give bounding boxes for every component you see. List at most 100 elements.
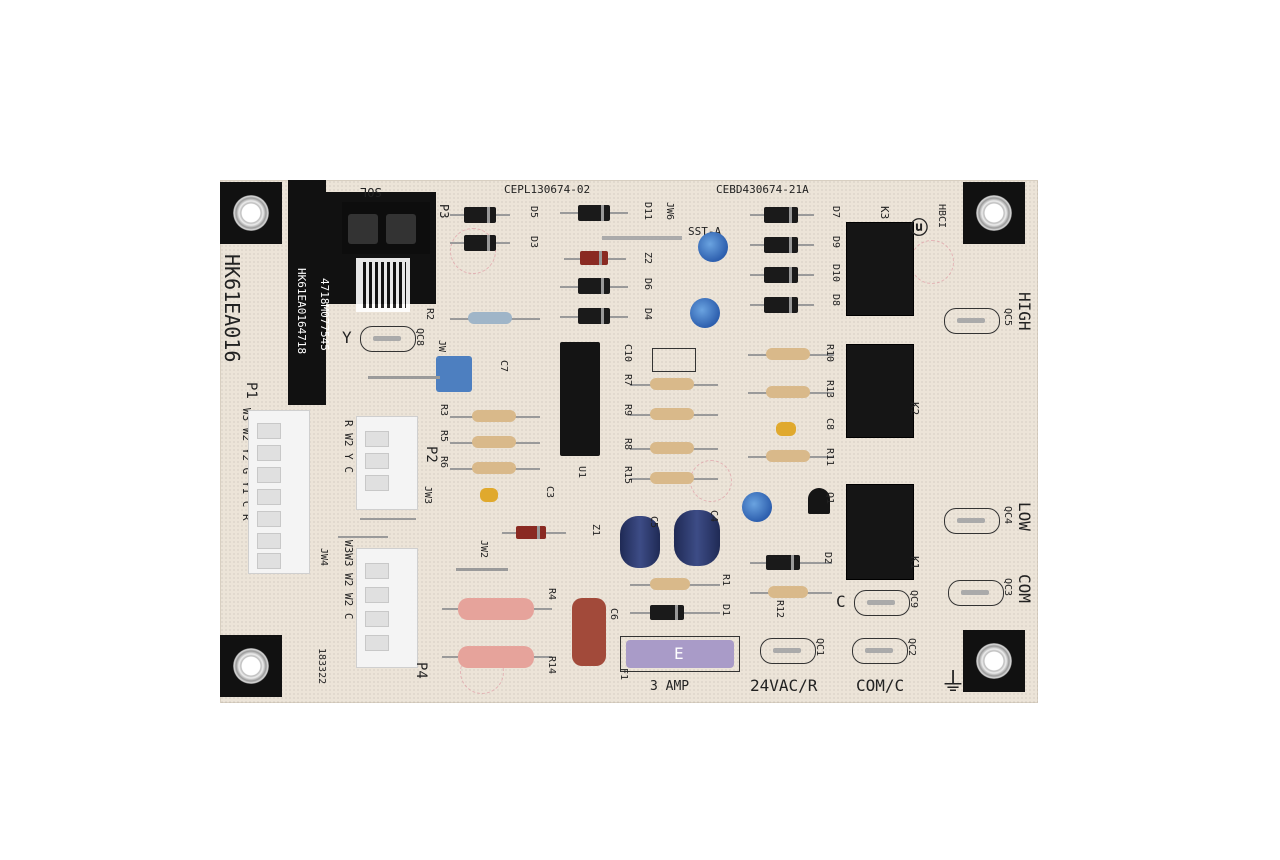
resistor-r4 xyxy=(458,598,534,620)
c8-label: C8 xyxy=(824,418,835,431)
z2-label: Z2 xyxy=(642,252,653,265)
diode-d11 xyxy=(578,205,610,221)
k2-label: K2 xyxy=(908,402,921,416)
d2-label: D2 xyxy=(822,552,833,565)
qc5-terminal[interactable] xyxy=(944,308,1000,334)
label-serial-text: HK61EA0164718 xyxy=(295,268,308,355)
capacitor-c4 xyxy=(674,510,720,566)
fuse-rating: 3 AMP xyxy=(650,679,690,694)
qc3-terminal[interactable] xyxy=(948,580,1004,606)
resistor-r2 xyxy=(468,312,512,324)
resistor-r3 xyxy=(472,410,516,422)
comc-label: COM/C xyxy=(856,676,905,695)
qc4-label: QC4 xyxy=(1002,506,1013,525)
mounting-hole-bottom-left xyxy=(220,635,282,697)
d1-label: D1 xyxy=(720,604,731,617)
p4-connector[interactable] xyxy=(356,548,418,668)
p2-label: P2 xyxy=(423,446,439,463)
jumper-wire xyxy=(456,568,508,571)
k1-label: K1 xyxy=(908,556,921,570)
fuse-outline xyxy=(620,636,740,672)
capacitor-c5 xyxy=(620,516,660,568)
qc5-label: QC5 xyxy=(1002,308,1013,327)
d7-label: D7 xyxy=(830,206,841,219)
low-label: LOW xyxy=(1015,502,1034,531)
connector-socket xyxy=(386,214,416,244)
d8-label: D8 xyxy=(830,294,841,307)
resistor-r9 xyxy=(650,408,694,420)
qc9-terminal[interactable] xyxy=(854,590,910,616)
zener-z2 xyxy=(580,251,608,265)
qc8-terminal[interactable] xyxy=(360,326,416,352)
ul-logo-icon: ⓤ xyxy=(910,218,928,239)
resistor-r1 xyxy=(650,578,690,590)
q1-label: Q1 xyxy=(824,492,835,505)
capacitor-blue xyxy=(698,232,728,262)
r1-label: R1 xyxy=(720,574,731,587)
capacitor-blue xyxy=(690,298,720,328)
k3-label: K3 xyxy=(878,206,891,220)
diode-d8 xyxy=(764,297,798,313)
resistor-r12 xyxy=(768,586,808,598)
qc2-label: QC2 xyxy=(906,638,917,657)
diode-d2 xyxy=(766,555,800,570)
marker-circle xyxy=(690,460,732,502)
relay-k3 xyxy=(846,222,914,316)
c-terminal-label: C xyxy=(836,592,846,611)
d10-label: D10 xyxy=(830,264,841,283)
p1-connector[interactable] xyxy=(248,410,310,574)
d3-label: D3 xyxy=(528,236,539,249)
sst-label: SST-A xyxy=(688,225,722,238)
u1-label: U1 xyxy=(576,466,587,479)
capacitor-c6 xyxy=(572,598,606,666)
connector-socket xyxy=(348,214,378,244)
diode-d7 xyxy=(764,207,798,223)
date-code: 183322 xyxy=(316,648,327,685)
r14-label: R14 xyxy=(546,656,557,675)
r6-label: R6 xyxy=(438,456,449,469)
d6-label: D6 xyxy=(642,278,653,291)
r5-label: R5 xyxy=(438,430,449,443)
marker-circle xyxy=(910,240,954,284)
qr-code-icon xyxy=(356,258,410,312)
relay-k1 xyxy=(846,484,914,580)
c6-label: C6 xyxy=(608,608,619,621)
d4-label: D4 xyxy=(642,308,653,321)
com-label: COM xyxy=(1015,574,1034,603)
p2-pin-labels: R W2 Y C xyxy=(342,420,355,473)
r9-label: R9 xyxy=(622,404,633,417)
qc1-terminal[interactable] xyxy=(760,638,816,664)
serial-label-strip xyxy=(288,180,326,405)
vac-label: 24VAC/R xyxy=(750,676,818,695)
qc2-terminal[interactable] xyxy=(852,638,908,664)
resistor-r6 xyxy=(472,462,516,474)
jumper-wire xyxy=(360,518,416,520)
resistor-r8 xyxy=(650,442,694,454)
qc4-terminal[interactable] xyxy=(944,508,1000,534)
qc3-label: QC3 xyxy=(1002,578,1013,597)
resistor-r10 xyxy=(766,348,810,360)
capacitor-blue xyxy=(742,492,772,522)
r12-label: R12 xyxy=(774,600,785,619)
r15-label: R15 xyxy=(622,466,633,485)
resistor-r5 xyxy=(472,436,516,448)
jumper-jw6 xyxy=(602,236,682,240)
p4-label: P4 xyxy=(413,662,429,679)
resistor-r15 xyxy=(650,472,694,484)
transistor-q1 xyxy=(808,488,830,514)
jw6-label: JW6 xyxy=(664,202,675,221)
label-code-text: 4718M077545 xyxy=(318,278,331,351)
r7-label: R7 xyxy=(622,374,633,387)
diode-d1 xyxy=(650,605,684,620)
r8-label: R8 xyxy=(622,438,633,451)
jumper-wire xyxy=(338,536,388,538)
fuse-f1[interactable] xyxy=(626,640,734,668)
p1-label: P1 xyxy=(243,382,259,399)
r2-label: R2 xyxy=(424,308,435,321)
r10-label: R10 xyxy=(824,344,835,363)
qc1-label: QC1 xyxy=(814,638,825,657)
p2-connector[interactable] xyxy=(356,416,418,510)
cert-mark: HBCI xyxy=(936,204,947,229)
resistor-r13 xyxy=(766,386,810,398)
